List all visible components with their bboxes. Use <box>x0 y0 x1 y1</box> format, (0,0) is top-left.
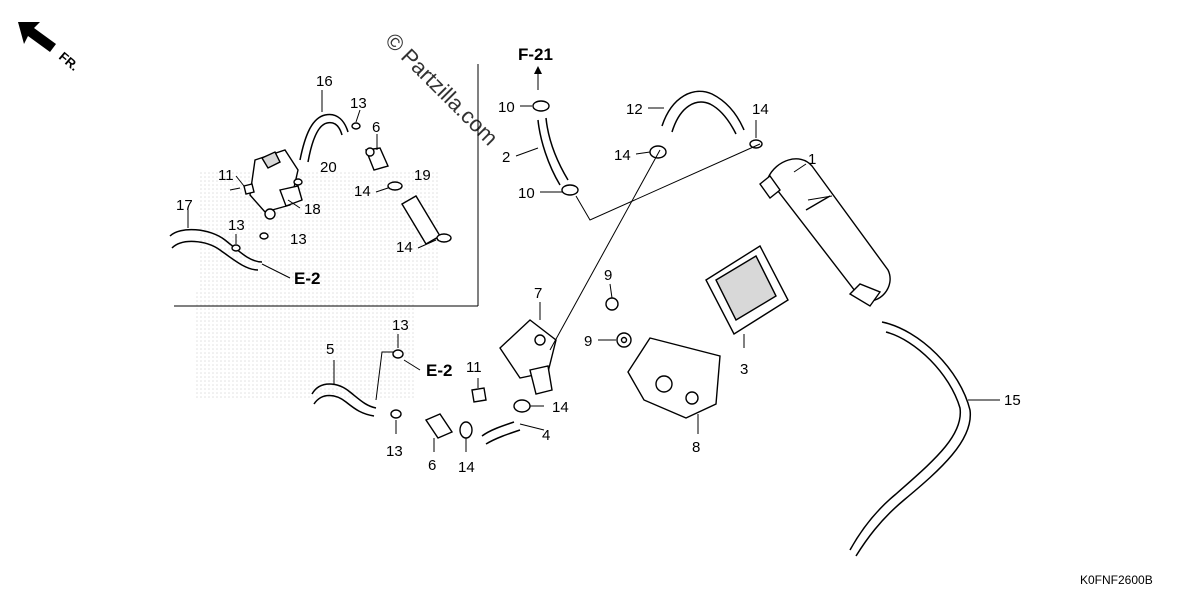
part-8-bracket <box>627 337 721 419</box>
callout-17: 17 <box>176 197 193 214</box>
leader-lines <box>187 66 1000 452</box>
callout-10: 10 <box>498 99 515 116</box>
callout-4: 4 <box>542 427 550 444</box>
part-11-bolt-upper <box>229 183 255 195</box>
callout-11: 11 <box>218 167 234 184</box>
callout-8: 8 <box>692 439 700 456</box>
diagram-code: K0FNF2600B <box>1080 573 1153 587</box>
callout-13: 13 <box>290 231 307 248</box>
part-10-clamp <box>532 100 579 196</box>
watermark-text: © Partzilla.com <box>380 28 503 151</box>
callout-14: 14 <box>552 399 569 416</box>
part-1-canister <box>759 158 891 307</box>
callout-5: 5 <box>326 341 334 358</box>
part-11-bolt-lower <box>471 387 487 403</box>
part-15-hose <box>855 321 971 557</box>
part-16-hose <box>299 113 349 161</box>
part-13-clip-lower <box>390 349 404 419</box>
part-2-hose <box>537 119 561 186</box>
callout-13: 13 <box>228 217 245 234</box>
callout-14: 14 <box>458 459 475 476</box>
part-14-clamp <box>387 181 452 243</box>
callout-11: 11 <box>466 359 482 376</box>
callout-9: 9 <box>584 333 592 350</box>
front-direction-arrow-icon <box>18 22 56 52</box>
callout-6: 6 <box>428 457 436 474</box>
callout-14: 14 <box>752 101 769 118</box>
part-18-purge-solenoid <box>249 149 303 220</box>
callout-13: 13 <box>350 95 367 112</box>
part-3-band <box>705 245 789 335</box>
callout-12: 12 <box>626 101 643 118</box>
callout-13: 13 <box>386 443 403 460</box>
part-12-hose <box>661 90 745 131</box>
part-9-washer <box>605 297 632 348</box>
callout-13: 13 <box>392 317 409 334</box>
reference-e2-lower: E-2 <box>426 361 452 380</box>
part-4-hose <box>481 421 515 437</box>
part-13-clip <box>231 122 361 252</box>
callout-6: 6 <box>372 119 380 136</box>
callout-7: 7 <box>534 285 542 302</box>
callout-14: 14 <box>614 147 631 164</box>
callout-1: 1 <box>808 151 816 168</box>
front-direction-label: FR. <box>56 49 82 74</box>
callout-3: 3 <box>740 361 748 378</box>
part-7-purge-solenoid <box>499 319 557 395</box>
callout-14: 14 <box>354 183 371 200</box>
callout-16: 16 <box>316 73 333 90</box>
part-5-hose <box>311 383 377 409</box>
callout-9: 9 <box>604 267 612 284</box>
callout-15: 15 <box>1004 392 1021 409</box>
callout-18: 18 <box>304 201 321 218</box>
reference-f21: F-21 <box>518 45 553 64</box>
callout-14: 14 <box>396 239 413 256</box>
part-6-connector-lower <box>424 413 454 439</box>
background-watermark-logo <box>196 170 440 400</box>
callout-10: 10 <box>518 185 535 202</box>
reference-e2-upper: E-2 <box>294 269 320 288</box>
part-6-connector-upper <box>365 147 389 171</box>
callout-20: 20 <box>320 159 337 176</box>
part-17-hose <box>169 228 263 263</box>
callout-2: 2 <box>502 149 510 166</box>
callout-19: 19 <box>414 167 431 184</box>
